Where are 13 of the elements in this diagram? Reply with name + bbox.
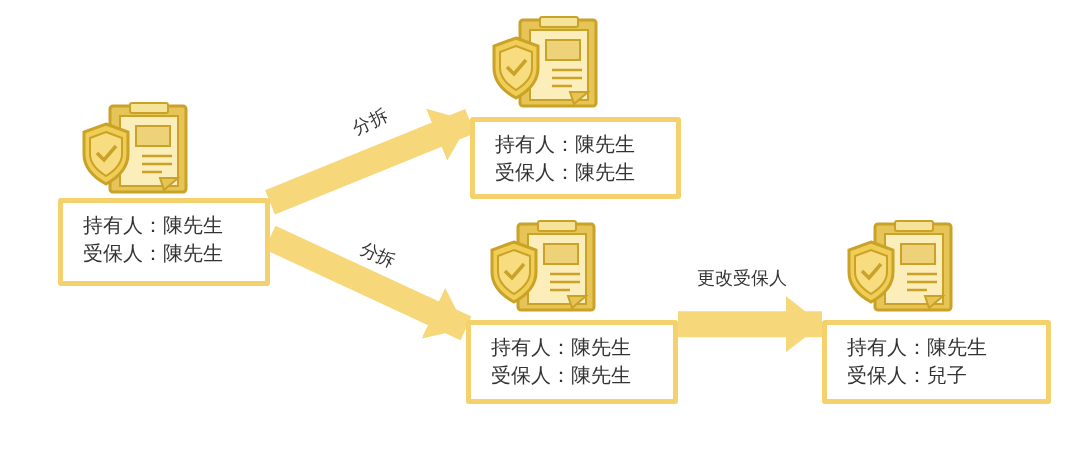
policy-card: [466, 320, 678, 404]
policy-text: 持有人：陳先生: [847, 334, 988, 361]
policy-text: 受保人：兒子: [847, 362, 968, 389]
policy-text: 受保人：陳先生: [83, 240, 224, 267]
block-arrow: [678, 296, 822, 353]
policy-card: [58, 198, 270, 286]
policy-text: 持有人：陳先生: [83, 212, 224, 239]
policy-text: 受保人：陳先生: [495, 159, 636, 186]
policy-card: [822, 320, 1051, 404]
policy-text: 持有人：陳先生: [495, 131, 636, 158]
policy-text: 持有人：陳先生: [491, 334, 632, 361]
policy-text: 受保人：陳先生: [491, 362, 632, 389]
policy-card: [470, 117, 681, 199]
